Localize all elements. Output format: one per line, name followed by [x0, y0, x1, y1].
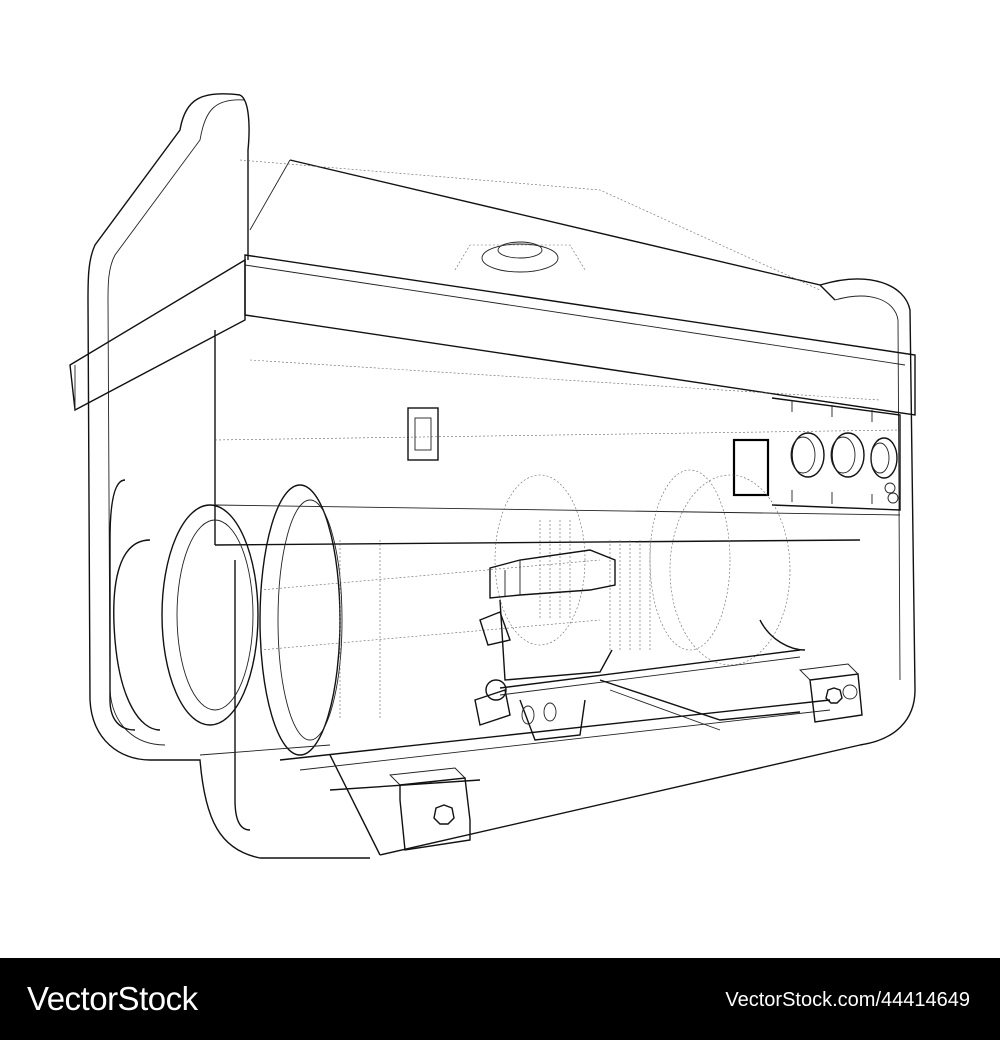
- generator-wireframe-icon: [69, 93, 916, 859]
- generator-drawing: [69, 93, 916, 859]
- watermark-banner: VectorStock VectorStock.com/44414649: [0, 958, 1000, 1040]
- image-reference-text: VectorStock.com/44414649: [725, 989, 970, 1011]
- brand-logo-text: VectorStock: [27, 980, 198, 1017]
